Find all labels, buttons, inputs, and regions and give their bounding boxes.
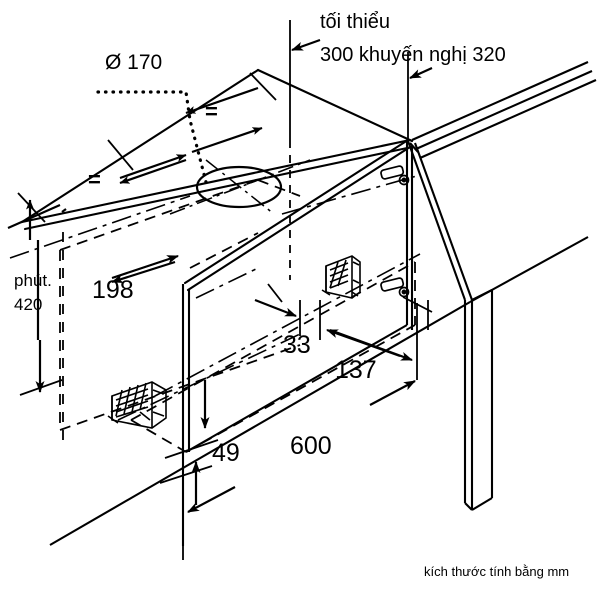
inner-shelf-top-edge (183, 138, 410, 285)
tick-g (159, 465, 213, 484)
tick-d (19, 379, 63, 396)
bracket-right-slots (329, 262, 349, 289)
tick-eq-left (61, 208, 67, 213)
label-diameter: Ø 170 (105, 51, 163, 74)
centerline-right-upper (281, 174, 421, 215)
centerline-mid-lower (117, 333, 301, 421)
bracket-left-tabs (152, 389, 165, 417)
dimension-tick-marks (17, 72, 433, 484)
cabinet-body-outline (20, 68, 414, 292)
arrow-33 (254, 298, 297, 318)
label-dim-33: 33 (283, 331, 311, 359)
hidden-interior-rear-top (130, 261, 416, 421)
bracket-left-slots (115, 388, 149, 418)
label-dim-198: 198 (92, 276, 134, 304)
open-door-panel (407, 140, 494, 511)
bracket-left-feet (107, 411, 151, 424)
ceiling-wall-plane (7, 61, 597, 303)
wall-band-line-2 (415, 70, 593, 150)
mounting-bracket-left (107, 381, 167, 429)
diameter-leader-line (96, 90, 209, 188)
tick-b (249, 72, 277, 101)
label-dim-49: 49 (212, 439, 240, 467)
top-panel-left-edge (20, 68, 260, 224)
arrow-137-right (329, 328, 413, 362)
arrow-min-300-b (409, 66, 433, 80)
door-top-outer-edge (414, 142, 473, 301)
wall-band-line-1 (411, 61, 589, 141)
arrow-198-right (111, 254, 179, 280)
tick-c (17, 192, 46, 223)
duct-cutout-outline (195, 165, 283, 209)
arrow-eq-right-up (191, 126, 263, 154)
bottom-front-edge-left (49, 467, 184, 546)
door-bottom-left-cap (464, 502, 473, 511)
equal-mark-right: = (205, 99, 218, 124)
label-dim-137: 137 (335, 356, 377, 384)
bracket-left-ribs (115, 382, 147, 417)
hinge-pin-lower (401, 289, 407, 295)
top-panel-front-edge-upper (20, 138, 412, 224)
top-panel-back-edge (256, 68, 414, 143)
centerline-short (195, 267, 259, 299)
door-top-cap (471, 289, 493, 301)
centerline-interior (154, 253, 421, 397)
center-dash-dot-lines (9, 174, 421, 421)
hinge-hardware-upper (380, 165, 410, 186)
label-min-prefix: phút. (14, 271, 52, 290)
hinge-cup-upper (398, 174, 410, 186)
label-min-clearance-title: tối thiểu (320, 11, 391, 33)
vertical-dimension-extension-lines (62, 20, 429, 560)
cabinet-interior-bottom-lines (49, 301, 471, 546)
hinge-arm-lower (380, 277, 405, 292)
duct-hole-ellipse (195, 165, 283, 209)
units-caption: kích thước tính bằng mm (424, 564, 570, 579)
duct-leader-dotted (96, 90, 209, 188)
hidden-rear-diag (257, 179, 301, 197)
hinge-arm-upper (380, 165, 405, 180)
hinge-hardware-lower (380, 277, 410, 298)
centerline-top-left (9, 195, 191, 259)
left-extension-line-top (7, 204, 61, 229)
arrow-min-300-a (291, 38, 321, 52)
wall-band-line-3 (419, 79, 597, 159)
label-min-height: 420 (14, 295, 43, 314)
arrow-eq-left-down (119, 158, 187, 185)
arrow-198-left (111, 260, 176, 284)
mounting-bracket-right (321, 255, 361, 299)
bracket-right-ribs (329, 259, 347, 289)
door-hinge-corner (409, 142, 419, 153)
door-top-inner-edge (407, 140, 466, 301)
inner-shelf-top-edge-2 (186, 145, 412, 292)
door-bottom-cap (471, 497, 493, 511)
hidden-edges-dashed (59, 179, 416, 453)
hidden-rear-bottom (59, 344, 301, 431)
arrow-600-left (187, 486, 236, 513)
bracket-right-feet (321, 289, 359, 297)
hole-centerline-a (169, 159, 311, 215)
equal-mark-left: = (88, 167, 101, 192)
hinge-cup-lower (398, 286, 410, 298)
tick-h (267, 283, 283, 303)
tick-f (164, 439, 219, 459)
label-dim-600: 600 (290, 432, 332, 460)
label-min-clearance-value: 300 khuyến nghị 320 (320, 44, 506, 66)
bottom-front-edge-right (182, 301, 471, 469)
hidden-198-ref (189, 232, 259, 269)
arrow-600-right (369, 380, 416, 406)
tick-a (107, 139, 134, 171)
tick-e (402, 296, 433, 313)
top-panel-front-edge-lower (23, 145, 414, 231)
bracket-right-tabs (352, 261, 360, 284)
arrow-eq-left-up (119, 153, 187, 180)
hinge-pin-upper (401, 177, 407, 183)
arrow-top-upper (185, 86, 259, 115)
